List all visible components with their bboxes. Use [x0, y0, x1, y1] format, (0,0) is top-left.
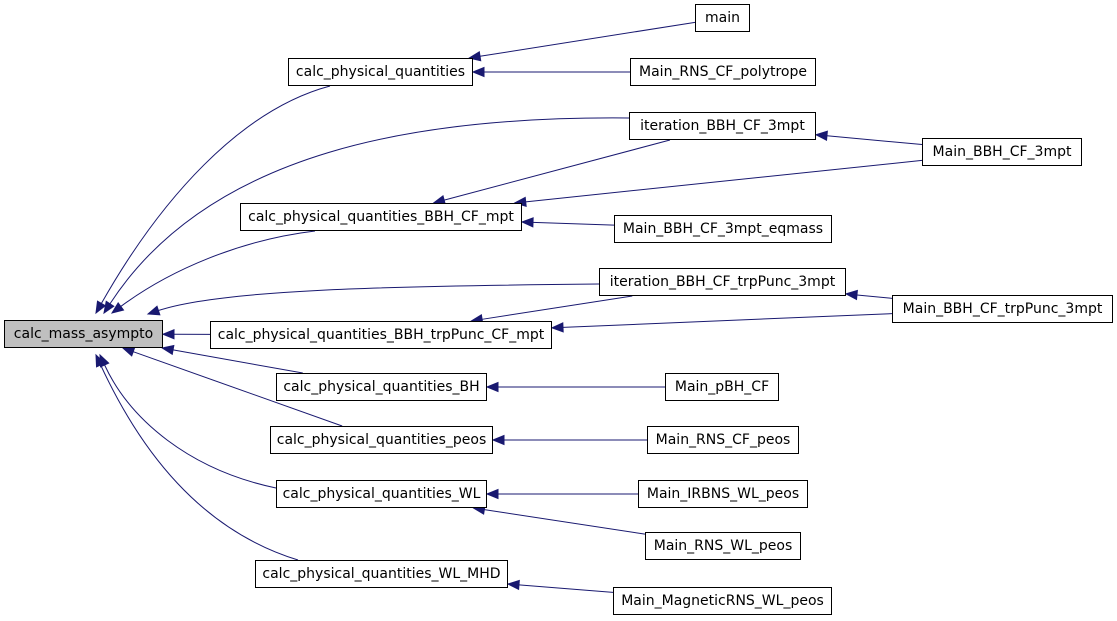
arrowhead-cpq_bbh_cf_mpt-to-calc_mass_asympto	[110, 301, 125, 314]
node-calc-mass-asympto: calc_mass_asympto	[4, 320, 163, 348]
node-main-magneticrns-wl-peos[interactable]: Main_MagneticRNS_WL_peos	[613, 587, 832, 615]
edge-cpq_bh-to-calc_mass_asympto	[172, 349, 303, 374]
node-main-rns-wl-peos[interactable]: Main_RNS_WL_peos	[645, 532, 801, 560]
edge-main_bbh_cf_trppunc_3mpt-to-iteration_bbh_cf_trppunc_3mpt	[856, 294, 893, 299]
node-main-rns-cf-peos[interactable]: Main_RNS_CF_peos	[647, 426, 799, 454]
arrowhead-iteration_bbh_cf_trppunc_3mpt-to-calc_mass_asympto	[146, 305, 161, 316]
edge-main_magneticrns_wl_peos-to-cpq_wl_mhd	[518, 584, 614, 593]
edge-main_rns_wl_peos-to-cpq_wl	[484, 509, 646, 535]
node-main-bbh-cf-trppunc-3mpt[interactable]: Main_BBH_CF_trpPunc_3mpt	[892, 295, 1113, 323]
edge-main_bbh_cf_trppunc_3mpt-to-cpq_bbh_trppunc_cf_mpt	[562, 313, 893, 328]
edge-iteration_bbh_cf_3mpt-to-cpq_bbh_cf_mpt	[444, 139, 671, 201]
arrowhead-main_irbns_wl_peos-to-cpq_wl	[485, 488, 499, 500]
node-iteration-bbh-cf-trppunc-3mpt[interactable]: iteration_BBH_CF_trpPunc_3mpt	[599, 268, 846, 296]
node-main-irbns-wl-peos[interactable]: Main_IRBNS_WL_peos	[638, 480, 808, 508]
edge-iteration_bbh_cf_trppunc_3mpt-to-cpq_bbh_trppunc_cf_mpt	[482, 295, 633, 320]
edge-cpq_wl-to-calc_mass_asympto	[104, 364, 277, 489]
edge-cpq_peos-to-calc_mass_asympto	[133, 351, 343, 427]
arrowhead-main_rns_cf_polytrope-to-cpq	[471, 66, 485, 78]
node-main[interactable]: main	[695, 4, 750, 32]
arrowhead-main_pbh_cf-to-cpq_bh	[485, 381, 499, 393]
node-cpq-bh[interactable]: calc_physical_quantities_BH	[276, 373, 487, 401]
node-main-pbh-cf[interactable]: Main_pBH_CF	[665, 373, 779, 401]
node-cpq-peos[interactable]: calc_physical_quantities_peos	[270, 426, 493, 454]
node-cpq-bbh-trppunc-cf-mpt[interactable]: calc_physical_quantities_BBH_trpPunc_CF_…	[210, 321, 552, 349]
arrowhead-main_rns_cf_peos-to-cpq_peos	[491, 434, 505, 446]
edge-cpq_bbh_cf_mpt-to-calc_mass_asympto	[120, 230, 316, 307]
arrowhead-cpq_peos-to-calc_mass_asympto	[121, 346, 136, 357]
arrowhead-cpq_bbh_trppunc_cf_mpt-to-calc_mass_asympto	[161, 329, 175, 340]
arrowhead-iteration_bbh_cf_3mpt-to-calc_mass_asympto	[103, 300, 115, 315]
arrowhead-main_magneticrns_wl_peos-to-cpq_wl_mhd	[506, 579, 520, 591]
arrowhead-cpq_wl_mhd-to-calc_mass_asympto	[95, 353, 106, 368]
arrowhead-main_bbh_cf_trppunc_3mpt-to-cpq_bbh_trppunc_cf_mpt	[550, 322, 564, 333]
arrowhead-main_bbh_cf_3mpt-to-iteration_bbh_cf_3mpt	[814, 130, 828, 141]
edge-iteration_bbh_cf_trppunc_3mpt-to-calc_mass_asympto	[158, 283, 600, 311]
node-cpq-bbh-cf-mpt[interactable]: calc_physical_quantities_BBH_CF_mpt	[240, 203, 522, 231]
edge-main_bbh_cf_3mpt-to-iteration_bbh_cf_3mpt	[826, 135, 923, 146]
edge-main_bbh_cf_3mpt-to-cpq_bbh_cf_mpt	[525, 159, 923, 203]
node-cpq[interactable]: calc_physical_quantities	[288, 58, 473, 86]
arrowhead-cpq-to-calc_mass_asympto	[95, 300, 107, 315]
edge-main_bbh_cf_3mpt_eqmass-to-cpq_bbh_cf_mpt	[532, 221, 615, 226]
arrowhead-main_bbh_cf_3mpt_eqmass-to-cpq_bbh_cf_mpt	[520, 217, 534, 228]
edge-iteration_bbh_cf_3mpt-to-calc_mass_asympto	[109, 117, 630, 305]
arrowhead-main_bbh_cf_trppunc_3mpt-to-iteration_bbh_cf_trppunc_3mpt	[844, 289, 858, 301]
edge-main-to-cpq	[479, 21, 696, 57]
node-main-bbh-cf-3mpt[interactable]: Main_BBH_CF_3mpt	[922, 138, 1082, 166]
node-main-bbh-cf-3mpt-eqmass[interactable]: Main_BBH_CF_3mpt_eqmass	[614, 215, 832, 243]
edge-cpq_wl_mhd-to-calc_mass_asympto	[100, 364, 299, 561]
arrowhead-cpq_bh-to-calc_mass_asympto	[160, 344, 175, 356]
node-cpq-wl[interactable]: calc_physical_quantities_WL	[276, 480, 487, 508]
node-main-rns-cf-polytrope[interactable]: Main_RNS_CF_polytrope	[630, 58, 816, 86]
node-iteration-bbh-cf-3mpt[interactable]: iteration_BBH_CF_3mpt	[629, 112, 816, 140]
node-cpq-wl-mhd[interactable]: calc_physical_quantities_WL_MHD	[255, 560, 508, 588]
edge-cpq-to-calc_mass_asympto	[100, 85, 331, 304]
